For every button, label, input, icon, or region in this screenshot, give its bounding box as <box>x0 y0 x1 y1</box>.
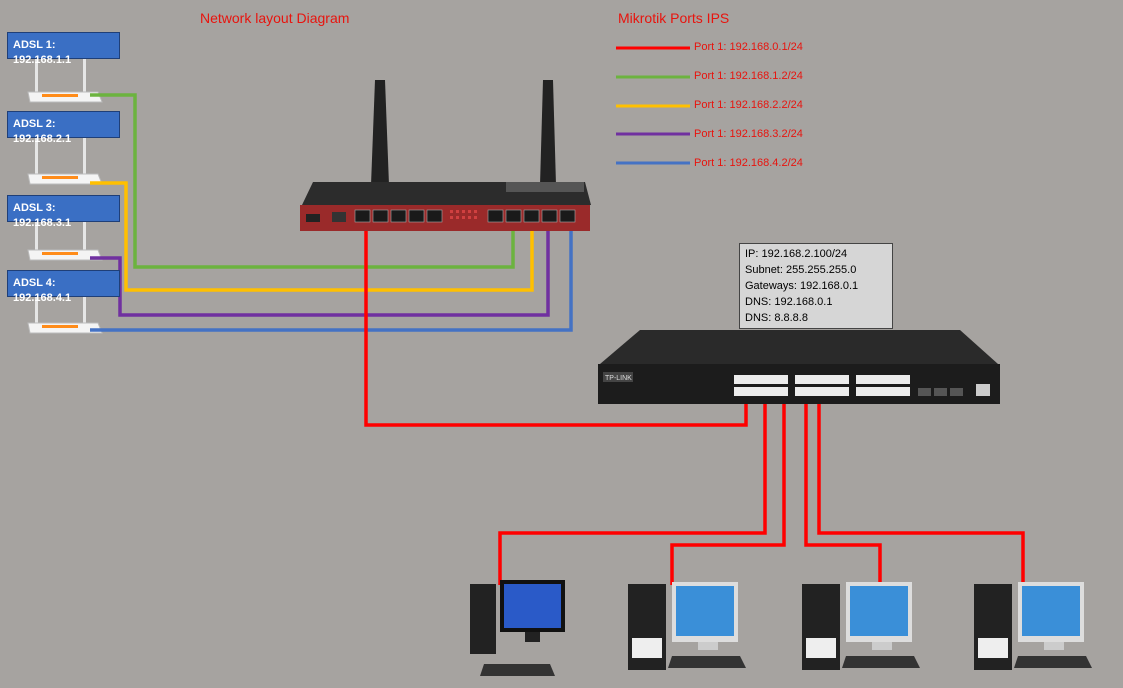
legend-item-1: Port 1: 192.168.0.1/24 <box>694 41 803 53</box>
cable-red-pc1 <box>498 395 767 585</box>
info-dns-1: DNS: 192.168.0.1 <box>745 296 833 308</box>
info-dns-2: DNS: 8.8.8.8 <box>745 312 808 324</box>
cable-red-pc2 <box>670 395 786 585</box>
cable-red-router-switch <box>364 225 748 427</box>
mikrotik-router-icon <box>300 80 591 231</box>
adsl-4-label: ADSL 4: 192.168.4.1 <box>7 270 120 304</box>
modem-3-icon <box>27 210 103 261</box>
modem-1-icon <box>27 50 103 103</box>
diagram-title: Network layout Diagram <box>200 10 350 26</box>
cable-red-pc4 <box>817 395 1025 585</box>
pc-3-icon <box>802 582 920 670</box>
info-subnet: Subnet: 255.255.255.0 <box>745 264 857 276</box>
pc-2-icon <box>628 582 746 670</box>
legend-lines <box>616 46 690 165</box>
legend-item-3: Port 1: 192.168.2.2/24 <box>694 99 803 111</box>
legend-item-5: Port 1: 192.168.4.2/24 <box>694 157 803 169</box>
legend-title: Mikrotik Ports IPS <box>618 10 730 26</box>
cable-yellow <box>90 181 534 292</box>
legend-item-4: Port 1: 192.168.3.2/24 <box>694 128 803 140</box>
info-gateway: Gateways: 192.168.0.1 <box>745 280 859 292</box>
legend-item-2: Port 1: 192.168.1.2/24 <box>694 70 803 82</box>
adsl-2-label: ADSL 2: 192.168.2.1 <box>7 111 120 145</box>
switch-info-box: IP: 192.168.2.100/24 Subnet: 255.255.255… <box>739 243 893 329</box>
cable-blue <box>90 225 573 332</box>
adsl-1-label: ADSL 1: 192.168.1.1 <box>7 32 120 66</box>
cables <box>90 93 1025 585</box>
adsl-3-label: ADSL 3: 192.168.3.1 <box>7 195 120 229</box>
pc-1-icon <box>470 580 565 676</box>
tp-link-switch-icon: TP-LINK <box>598 330 1000 404</box>
cable-green <box>90 93 515 269</box>
modem-4-icon <box>27 290 103 334</box>
info-ip: IP: 192.168.2.100/24 <box>745 248 848 260</box>
pc-4-icon <box>974 582 1092 670</box>
cable-red-pc3 <box>804 395 882 585</box>
modem-icons <box>27 50 103 334</box>
switch-brand-label: TP-LINK <box>605 375 632 382</box>
cable-purple <box>90 225 550 317</box>
